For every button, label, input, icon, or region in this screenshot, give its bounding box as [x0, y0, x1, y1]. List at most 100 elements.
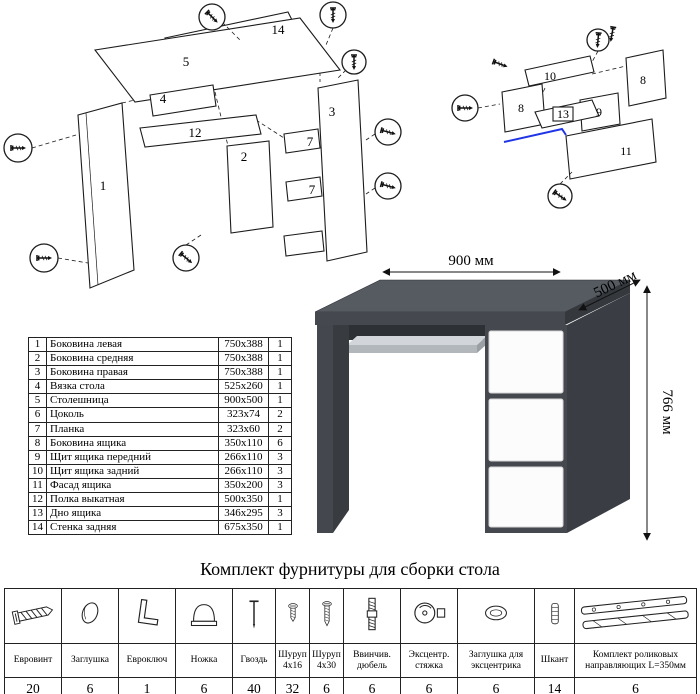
part-label-10: 10 — [544, 69, 556, 83]
callout-nail — [198, 3, 226, 31]
part-drawer-facade — [565, 118, 657, 180]
hardware-qty: 6 — [309, 677, 344, 694]
hardware-label: Шуруп 4х30 — [309, 643, 344, 678]
part-plinth — [283, 230, 325, 257]
drawer-front-1 — [488, 330, 564, 394]
drawer-unit-side — [567, 293, 630, 533]
part-side-middle — [226, 140, 274, 234]
hardware-qty: 32 — [275, 677, 310, 694]
hardware-label: Евровинт — [4, 643, 62, 678]
hardware-label: Шкант — [534, 643, 575, 678]
part-label-8r: 8 — [640, 73, 646, 87]
hardware-label: Ввинчив. дюбель — [343, 643, 401, 678]
part-label-13-box — [552, 106, 574, 122]
callout-screw-right-top — [341, 49, 367, 75]
hardware-qty: 6 — [400, 677, 458, 694]
screw-in-dowel-icon — [366, 597, 378, 630]
hardware-kit-title: Комплект фурнитуры для сборки стола — [200, 559, 500, 579]
eurovint-icon — [11, 605, 54, 625]
part-label-7a: 7 — [307, 134, 314, 149]
part-label-14: 14 — [272, 22, 286, 37]
part-label-1: 1 — [100, 178, 107, 193]
hardware-label: Эксцентр. стяжка — [400, 643, 458, 678]
hardware-qty: 6 — [343, 677, 401, 694]
callout-screw-right-2 — [374, 172, 402, 200]
callout-confirmat-drawer — [451, 94, 479, 122]
part-plank-1 — [283, 128, 321, 154]
screw-icon — [288, 602, 298, 622]
hardware-table: Евровинт Заглушка Евроключ Ножка Гвоздь … — [4, 588, 697, 694]
drawer-slide-guide-line — [503, 127, 567, 143]
callout-confirmat-bottom-left — [29, 243, 59, 273]
foot-icon — [190, 603, 218, 626]
part-drawer-back — [524, 55, 595, 87]
part-plank-2 — [285, 176, 323, 202]
part-label-9: 9 — [596, 105, 602, 119]
hardware-label: Заглушка — [61, 643, 119, 678]
hardware-qty-row: 20 6 1 6 40 32 6 6 6 6 14 6 — [4, 677, 697, 694]
part-label-8l: 8 — [518, 101, 524, 115]
part-label-3: 3 — [329, 104, 336, 119]
hardware-qty: 6 — [457, 677, 535, 694]
width-dimension-label: 900 мм — [448, 253, 494, 269]
hardware-icon-row — [4, 588, 697, 644]
part-label-7b: 7 — [309, 182, 316, 197]
part-label-4: 4 — [160, 91, 167, 106]
hardware-label: Заглушка для эксцентрика — [457, 643, 535, 678]
part-drawer-side-right — [625, 49, 667, 107]
hardware-qty: 6 — [175, 677, 233, 694]
drawer-front-2 — [488, 398, 564, 462]
cam-lock-icon — [414, 601, 446, 623]
hardware-label: Шуруп 4х16 — [275, 643, 310, 678]
callout-screw-top — [319, 1, 347, 29]
callout-screw-drawer-top — [586, 28, 610, 52]
part-tabletop — [93, 17, 342, 103]
hardware-label: Гвоздь — [232, 643, 276, 678]
part-label-11: 11 — [620, 144, 632, 158]
tabletop-front-edge — [315, 312, 565, 325]
hex-key-icon — [137, 598, 159, 626]
height-dimension-label: 766 мм — [659, 389, 675, 435]
assembled-desk-render: 900 мм 500 мм 766 мм — [314, 253, 675, 541]
part-side-left — [77, 102, 135, 289]
part-side-right — [317, 79, 368, 262]
hardware-qty: 6 — [61, 677, 119, 694]
roller-guides-icon — [580, 595, 689, 629]
drawer-exploded-diagram: 10 8 8 9 13 11 — [451, 25, 667, 209]
part-desk-tie — [149, 84, 217, 117]
dowel-icon — [550, 602, 559, 624]
hardware-label: Комплект роликовых направляющих L=350мм — [574, 643, 697, 678]
part-label-13: 13 — [557, 107, 569, 121]
callout-screw-bottom — [172, 244, 200, 272]
screw-icon — [322, 600, 332, 626]
hardware-qty: 1 — [118, 677, 176, 694]
hardware-label: Евроключ — [118, 643, 176, 678]
hardware-qty: 40 — [232, 677, 276, 694]
part-label-12: 12 — [189, 125, 202, 140]
nail-icon — [249, 599, 259, 629]
part-label-5: 5 — [183, 54, 190, 69]
cam-cap-icon — [485, 605, 507, 620]
hardware-label: Ножка — [175, 643, 233, 678]
keyboard-tray-front — [347, 345, 477, 353]
drawer-front-3 — [488, 466, 564, 528]
desk-leg-front — [317, 325, 333, 533]
depth-dimension-line — [578, 279, 641, 311]
keyboard-tray-side — [477, 336, 487, 353]
part-pullout-shelf — [139, 114, 262, 148]
callout-screw-right-1 — [374, 118, 402, 146]
part-label-2: 2 — [241, 149, 248, 164]
